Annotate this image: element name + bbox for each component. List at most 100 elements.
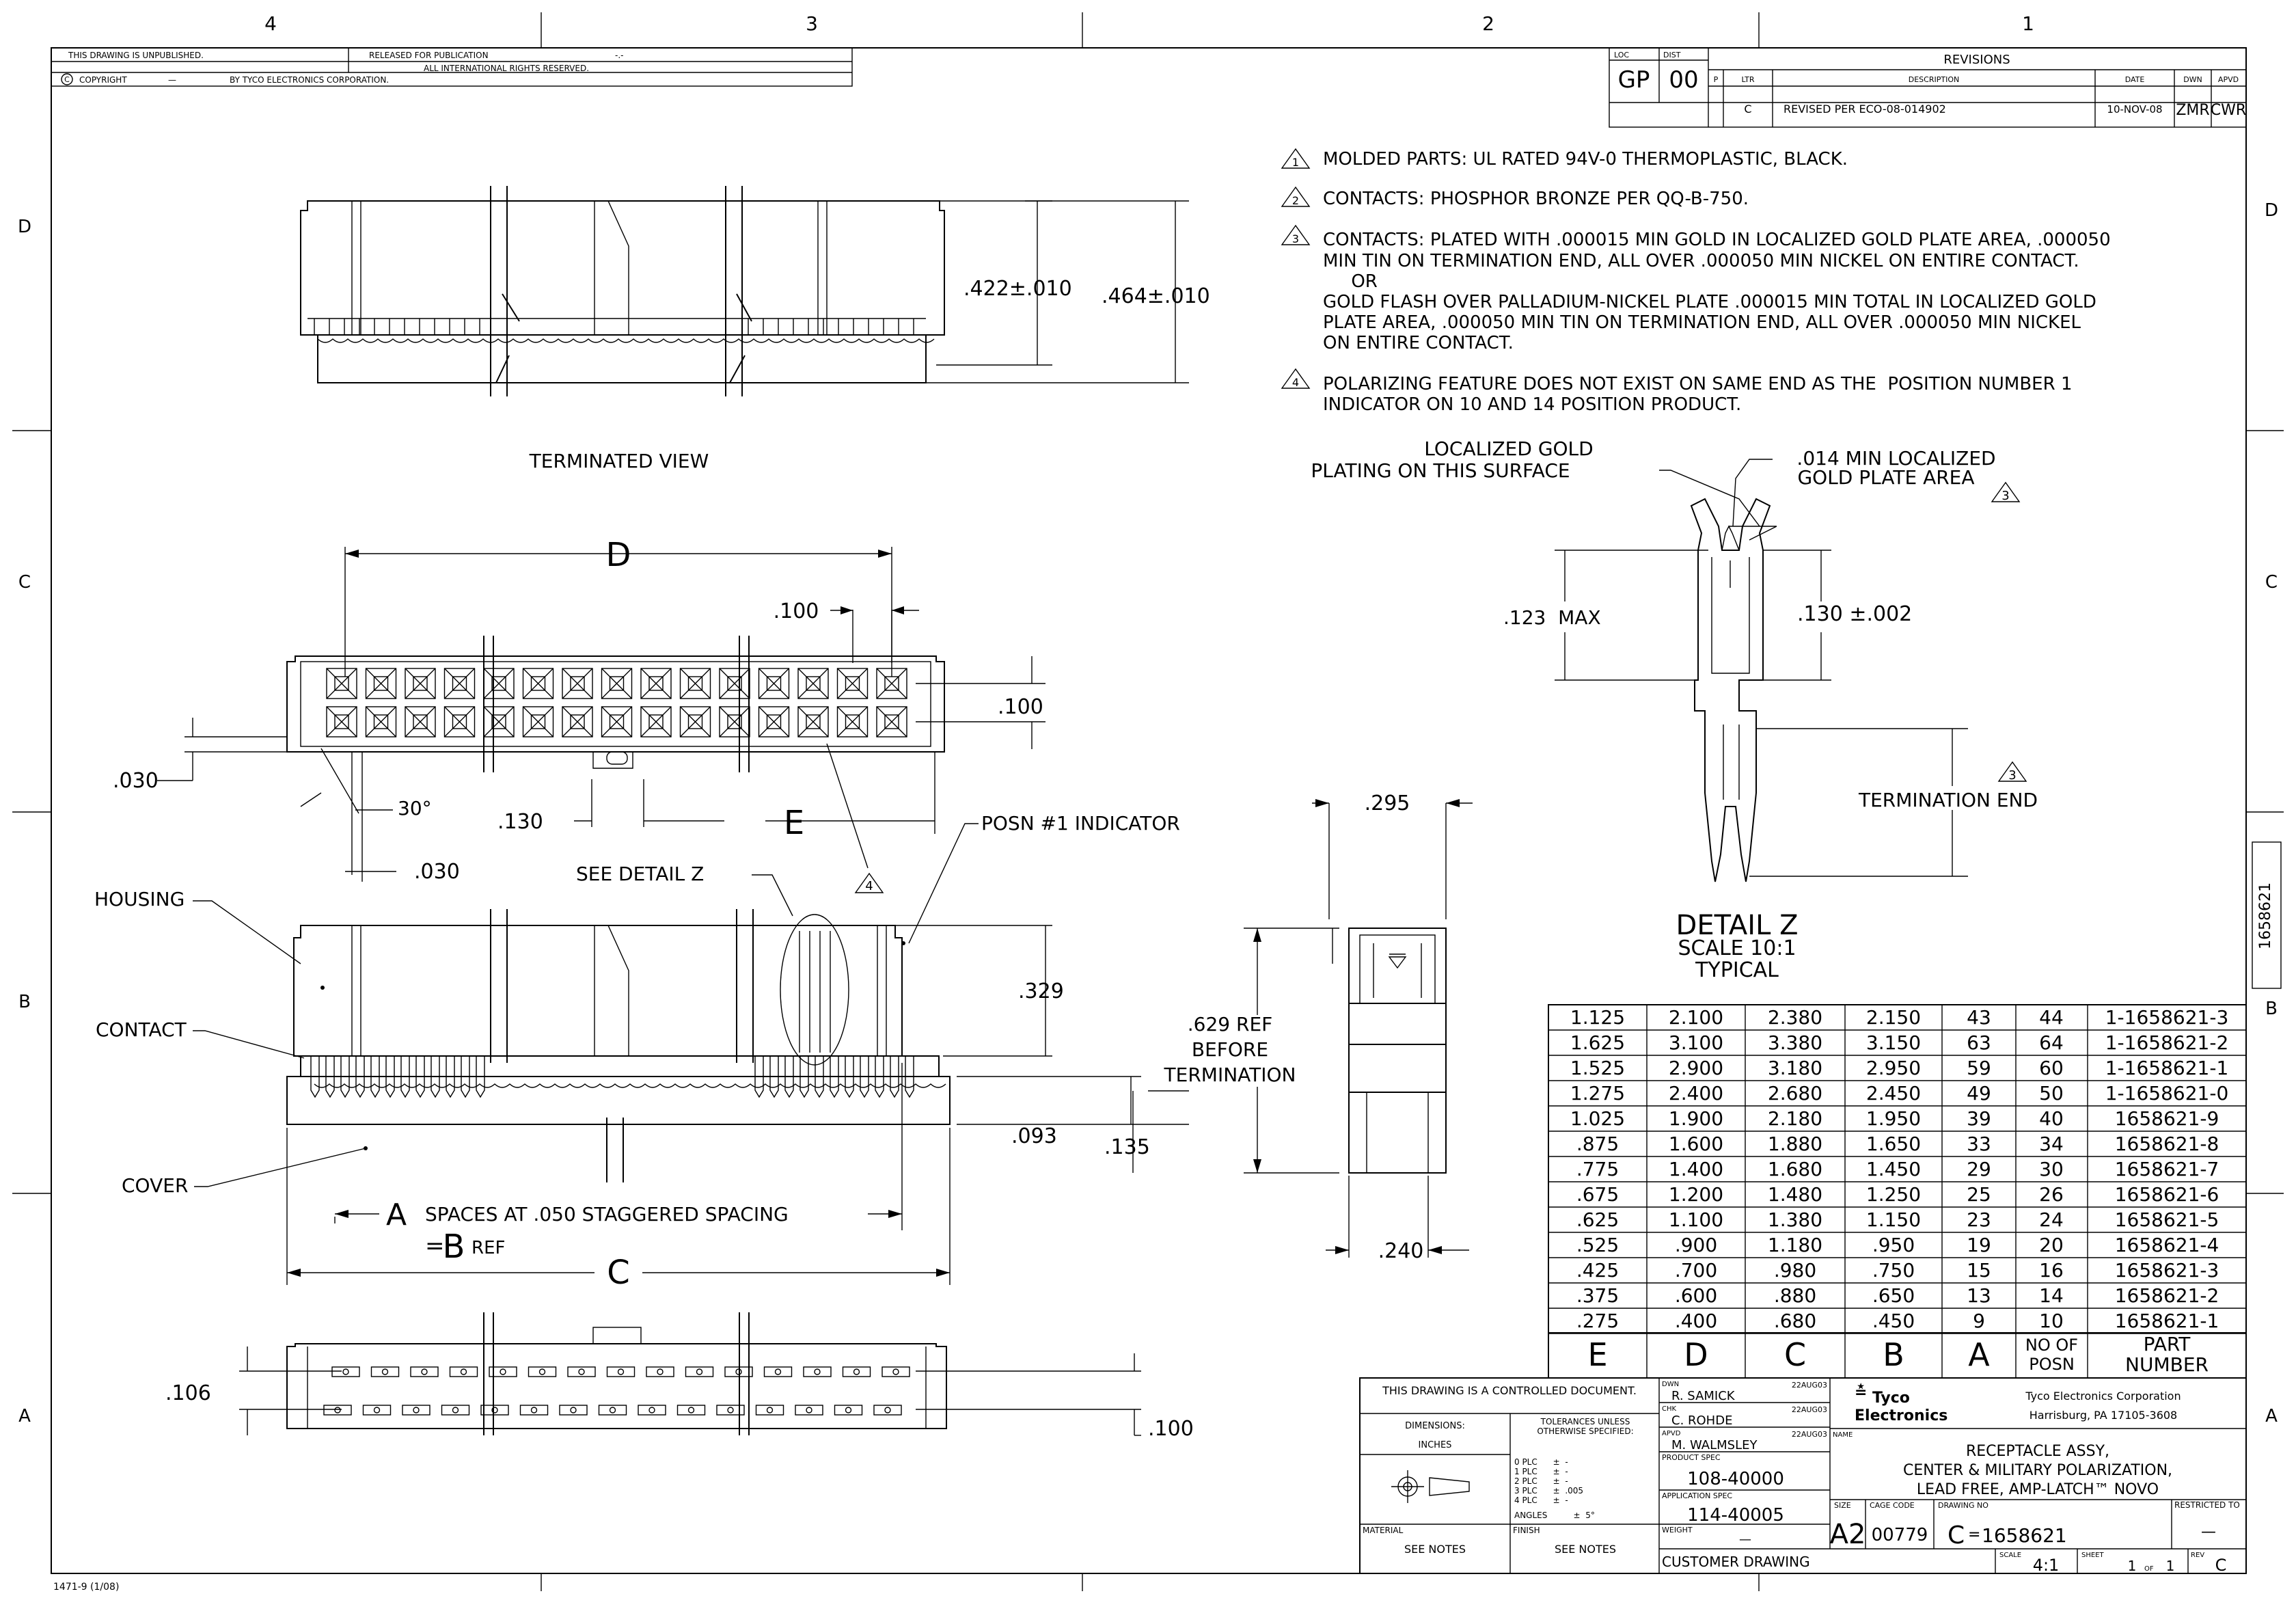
name-label: NAME [1833, 1431, 1853, 1439]
dim-d-label: D [606, 536, 631, 574]
table-cell: 1.400 [1669, 1158, 1723, 1180]
product-spec-label: PRODUCT SPEC [1662, 1453, 1721, 1462]
table-cell: 1-1658621-3 [2105, 1006, 2229, 1029]
contact-cell [443, 706, 476, 737]
table-cell: 33 [1967, 1133, 1991, 1155]
contact-label: CONTACT [96, 1018, 187, 1041]
contact-cell [836, 668, 869, 699]
table-cell: 1658621-1 [2115, 1310, 2219, 1332]
dim-130: .130 [497, 810, 543, 834]
table-cell: 1-1658621-0 [2105, 1082, 2229, 1105]
min-gold-label-1: .014 MIN LOCALIZED [1796, 447, 1995, 470]
contact-pin [355, 1056, 365, 1098]
table-cell: 1658621-5 [2115, 1208, 2219, 1231]
terminated-view: .422±.010 .464±.010 TERMINATED VIEW [300, 186, 1210, 472]
dim-pitch: .100 [774, 599, 819, 623]
bottom-pad [676, 1405, 706, 1416]
bottom-pad [873, 1405, 902, 1416]
dim-093: .093 [1011, 1124, 1057, 1148]
front-view: D .100 .100 .030 30° .030 .130 E 4 POSN … [113, 536, 1180, 944]
dim-c-label: C [607, 1254, 630, 1292]
dim-e-label: E [784, 804, 804, 842]
table-cell: 64 [2039, 1031, 2064, 1054]
header-block: THIS DRAWING IS UNPUBLISHED. RELEASED FO… [51, 47, 853, 87]
notes: 1 MOLDED PARTS: UL RATED 94V-0 THERMOPLA… [1281, 148, 2111, 415]
table-cell: .625 [1576, 1208, 1619, 1231]
table-cell: 1.275 [1570, 1082, 1625, 1105]
contact-cell [562, 668, 593, 699]
table-cell: 1.100 [1669, 1208, 1723, 1231]
contact-pin [815, 1056, 824, 1098]
bottom-pad [449, 1366, 478, 1377]
table-cell: .525 [1576, 1234, 1619, 1256]
bottom-pad [803, 1366, 832, 1377]
side-view: HOUSING CONTACT COVER .329 .093 .135 A S… [94, 888, 1189, 1292]
contact-cell [443, 668, 476, 699]
table-cell: 1.880 [1768, 1133, 1822, 1155]
company-address: Harrisburg, PA 17105-3608 [2030, 1409, 2177, 1422]
detail-scale: SCALE 10:1 [1678, 936, 1796, 960]
table-cell: .875 [1576, 1133, 1619, 1155]
contact-cell [758, 706, 790, 737]
table-head-posn: NO OF POSN [2025, 1336, 2079, 1374]
table-cell: 16 [2039, 1259, 2064, 1282]
table-cell: 1.525 [1570, 1057, 1625, 1079]
of-value: 1 [2166, 1558, 2175, 1574]
restricted-label: RESTRICTED TO [2174, 1500, 2240, 1510]
logo-line-1: Tyco [1872, 1390, 1910, 1407]
material-label: MATERIAL [1363, 1526, 1404, 1535]
dwn-date: 22AUG03 [1792, 1381, 1827, 1390]
col-label-4: 4 [264, 12, 277, 35]
released-note: RELEASED FOR PUBLICATION [369, 51, 489, 60]
chk-label: CHK [1662, 1405, 1677, 1413]
contact-pin [754, 1056, 764, 1098]
row-label-a-right: A [2265, 1406, 2278, 1426]
note-3-line-1: CONTACTS: PLATED WITH .000015 MIN GOLD I… [1323, 230, 2111, 250]
table-cell: 30 [2039, 1158, 2064, 1180]
dim-angle: 30° [398, 797, 432, 820]
revisions-block: LOC GP DIST 00 REVISIONS P LTR DESCRIPTI… [1609, 47, 2247, 128]
table-cell: .900 [1675, 1234, 1717, 1256]
table-cell: 40 [2039, 1107, 2064, 1130]
dim-629-line1: .629 REF [1188, 1013, 1273, 1036]
table-cell: 1.950 [1866, 1107, 1921, 1130]
bottom-pad [323, 1405, 352, 1416]
apvd-date: 22AUG03 [1792, 1430, 1827, 1439]
table-cell: .400 [1675, 1310, 1717, 1332]
row-label-d-right: D [2265, 200, 2278, 221]
svg-text:C: C [64, 75, 70, 84]
table-cell: 1.600 [1669, 1133, 1723, 1155]
table-cell: 19 [1967, 1234, 1991, 1256]
tol-line-3: 3 PLC ± .005 [1514, 1486, 1583, 1496]
bottom-pad [834, 1405, 863, 1416]
table-cell: 2.680 [1768, 1082, 1822, 1105]
bottom-pad [410, 1366, 439, 1377]
finish-label: FINISH [1513, 1526, 1540, 1535]
contact-pin [430, 1056, 440, 1098]
loc-value: GP [1618, 66, 1650, 94]
svg-text:=: = [1968, 1526, 1980, 1543]
table-cell: 1658621-7 [2115, 1158, 2219, 1180]
svg-text:2: 2 [1292, 194, 1299, 207]
rights-note: ALL INTERNATIONAL RIGHTS RESERVED. [424, 64, 589, 73]
bottom-pad [882, 1366, 910, 1377]
detail-gold-note-ref: 3 [2001, 489, 2009, 503]
product-spec: 108-40000 [1687, 1469, 1784, 1489]
table-cell: .600 [1675, 1284, 1717, 1307]
contact-pin [769, 1056, 779, 1098]
part-name-2: CENTER & MILITARY POLARIZATION, [1903, 1462, 2172, 1479]
rev-col-apvd: APVD [2218, 75, 2239, 84]
table-cell: 1.450 [1866, 1158, 1921, 1180]
copyright-label: COPYRIGHT [79, 75, 127, 85]
end-view: .295 .629 REF BEFORE TERMINATION .240 [1164, 791, 1473, 1263]
size-label: SIZE [1834, 1501, 1851, 1510]
dim-b-label: B [443, 1228, 465, 1266]
table-cell: 2.950 [1866, 1057, 1921, 1079]
contact-cell [601, 706, 633, 737]
row-label-b-left: B [18, 992, 31, 1012]
cage-value: 00779 [1872, 1525, 1928, 1545]
posn-indicator-label: POSN #1 INDICATOR [981, 812, 1180, 835]
contact-pin [800, 1056, 809, 1098]
bottom-pad [489, 1366, 517, 1377]
contact-pin [784, 1056, 794, 1098]
